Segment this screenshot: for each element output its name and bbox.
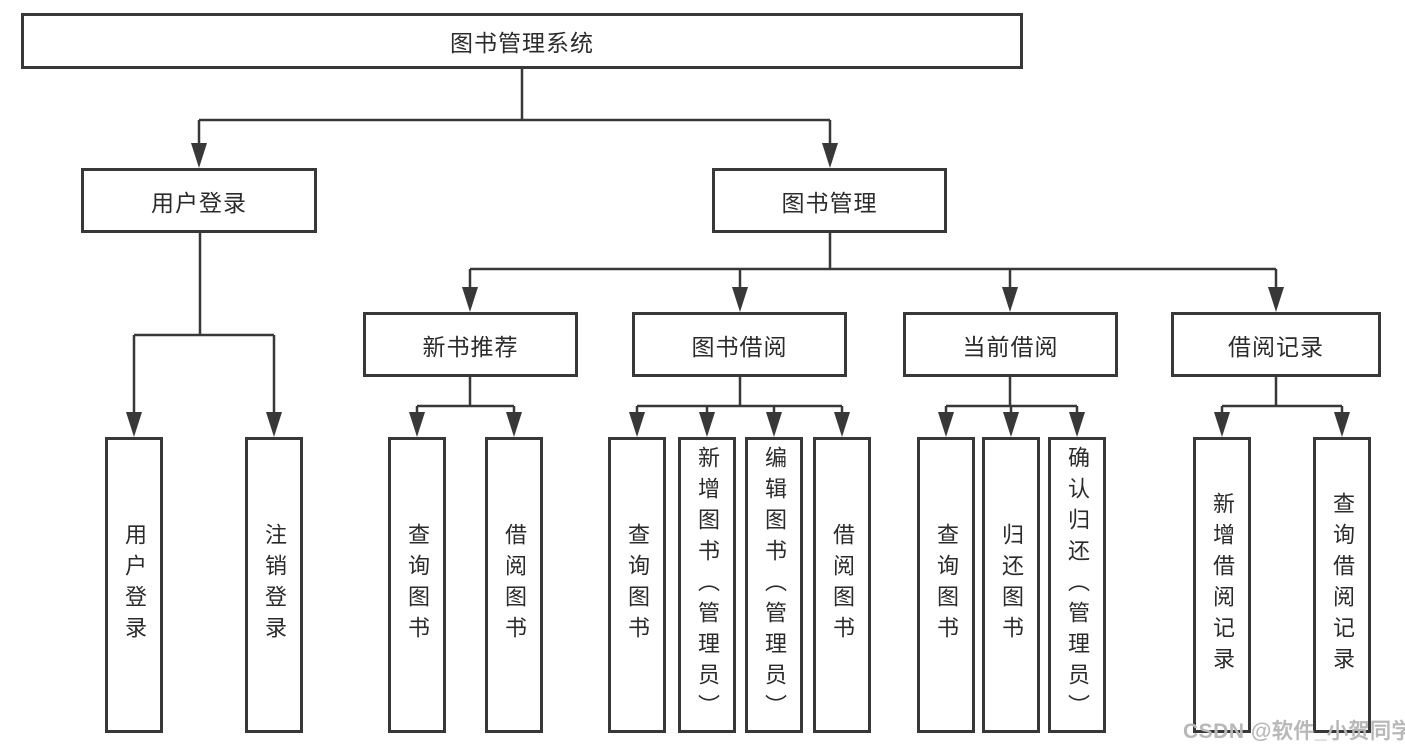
node-current-borrow-label: 当前借阅 — [962, 333, 1059, 360]
leaf-query-book-current: 查询图书 — [917, 437, 975, 733]
leaf-borrow-book: 借阅图书 — [813, 437, 871, 733]
leaf-return-book: 归还图书 — [982, 437, 1040, 733]
leaf-query-book-recommend-label: 查询图书 — [405, 523, 430, 647]
node-book-management: 图书管理 — [712, 168, 947, 233]
node-current-borrow: 当前借阅 — [903, 312, 1118, 377]
node-root-system: 图书管理系统 — [21, 13, 1023, 69]
leaf-logout: 注销登录 — [245, 437, 303, 733]
leaf-borrow-book-recommend-label: 借阅图书 — [502, 523, 527, 647]
node-new-book-recommend: 新书推荐 — [363, 312, 578, 377]
leaf-return-book-label: 归还图书 — [999, 523, 1024, 647]
leaf-confirm-return-admin-label: 确认归还（管理员） — [1065, 445, 1090, 725]
leaf-edit-book-admin: 编辑图书（管理员） — [745, 437, 803, 733]
leaf-add-book-admin: 新增图书（管理员） — [678, 437, 736, 733]
csdn-watermark: CSDN @软件_小贺同学 — [1183, 720, 1405, 743]
leaf-logout-label: 注销登录 — [262, 523, 287, 647]
leaf-confirm-return-admin: 确认归还（管理员） — [1048, 437, 1106, 733]
leaf-add-borrow-record-label: 新增借阅记录 — [1210, 492, 1235, 678]
leaf-query-book-borrow-label: 查询图书 — [625, 523, 650, 647]
leaf-query-book-borrow: 查询图书 — [608, 437, 666, 733]
node-borrow-record-label: 借阅记录 — [1228, 333, 1324, 360]
node-book-borrow-label: 图书借阅 — [691, 333, 788, 360]
leaf-query-borrow-record: 查询借阅记录 — [1313, 437, 1371, 733]
node-book-management-label: 图书管理 — [781, 189, 878, 216]
leaf-borrow-book-label: 借阅图书 — [830, 523, 855, 647]
node-new-book-recommend-label: 新书推荐 — [422, 333, 519, 360]
node-root-label: 图书管理系统 — [450, 30, 594, 56]
leaf-user-login: 用户登录 — [105, 437, 163, 733]
leaf-user-login-label: 用户登录 — [122, 523, 147, 647]
leaf-query-book-current-label: 查询图书 — [934, 523, 959, 647]
node-borrow-record: 借阅记录 — [1171, 312, 1381, 377]
node-user-login: 用户登录 — [81, 168, 317, 233]
leaf-add-book-admin-label: 新增图书（管理员） — [695, 445, 720, 725]
leaf-query-borrow-record-label: 查询借阅记录 — [1330, 492, 1355, 678]
leaf-add-borrow-record: 新增借阅记录 — [1193, 437, 1251, 733]
leaf-borrow-book-recommend: 借阅图书 — [485, 437, 543, 733]
leaf-edit-book-admin-label: 编辑图书（管理员） — [762, 445, 787, 725]
node-book-borrow: 图书借阅 — [632, 312, 847, 377]
node-user-login-label: 用户登录 — [151, 189, 247, 216]
leaf-query-book-recommend: 查询图书 — [388, 437, 446, 733]
